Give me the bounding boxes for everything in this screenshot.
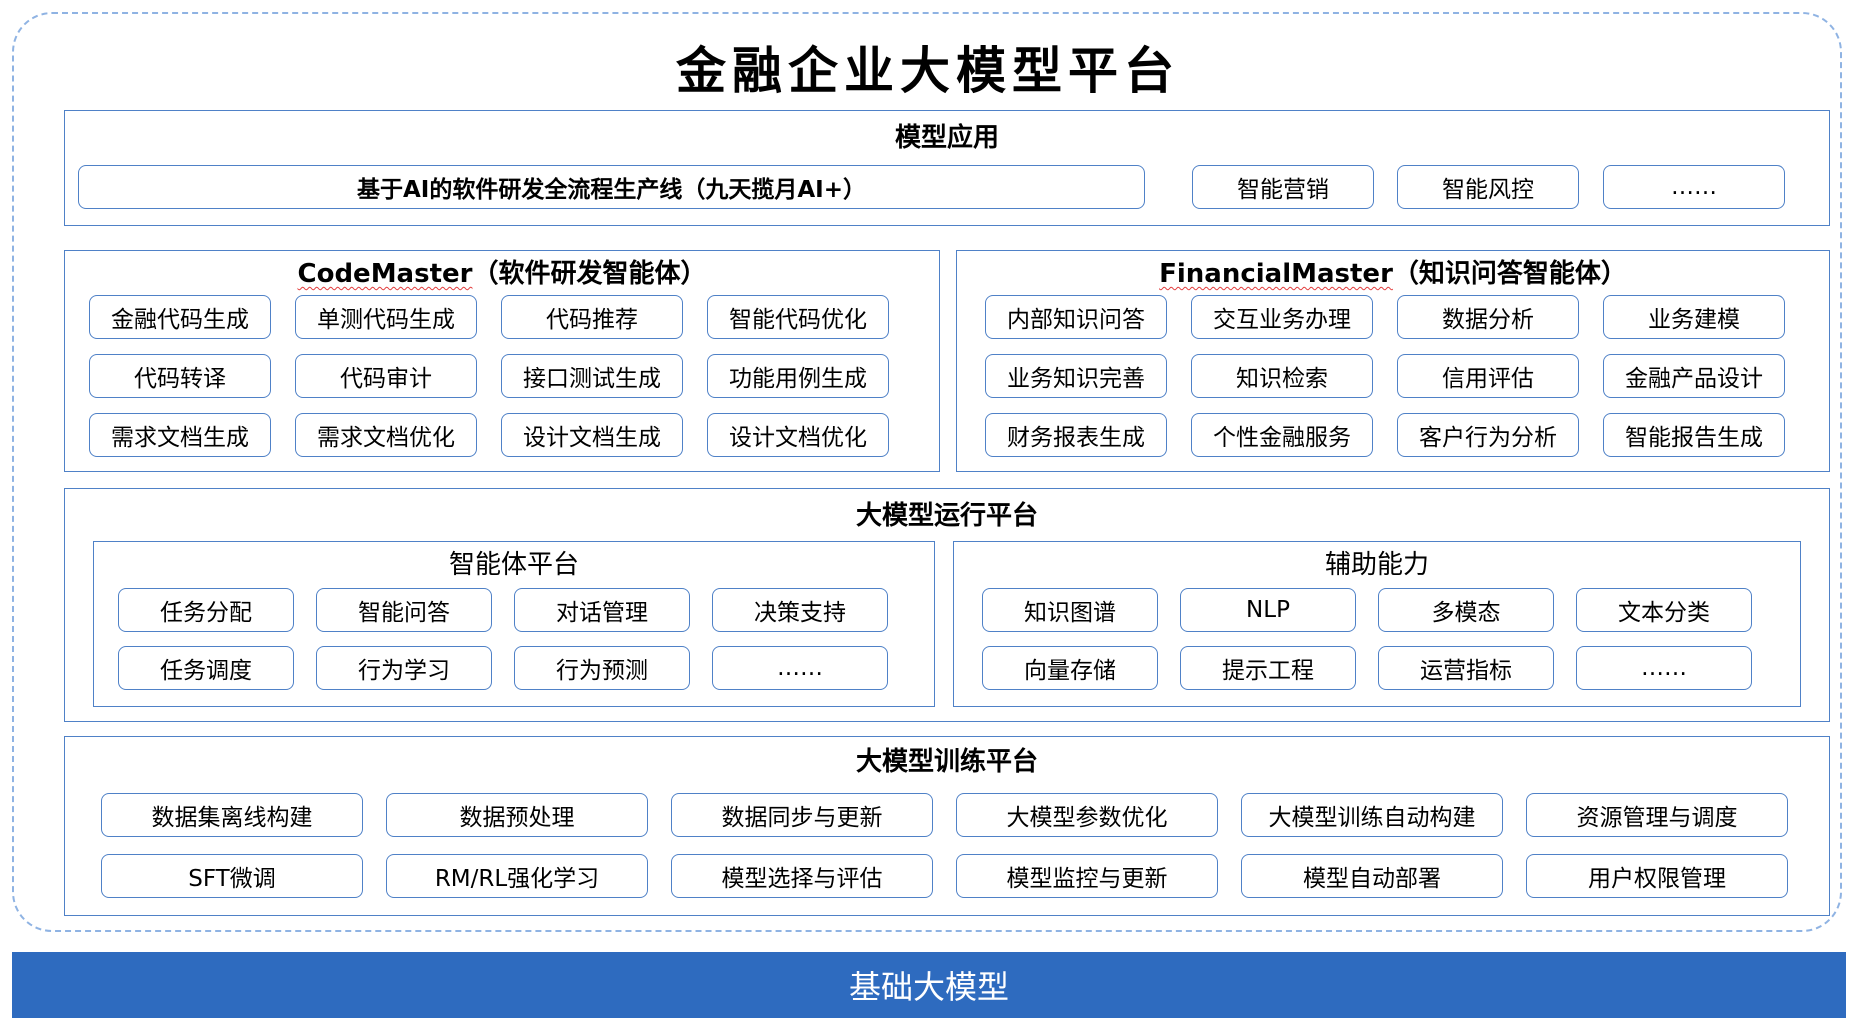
training-item: 用户权限管理 (1526, 854, 1788, 898)
agent-platform-item: 决策支持 (712, 588, 888, 632)
financialmaster-subtitle: （知识问答智能体） (1392, 259, 1627, 289)
assist-item: 多模态 (1378, 588, 1554, 632)
subsection-title-agent-platform: 智能体平台 (448, 550, 579, 580)
training-item: 数据预处理 (386, 793, 648, 837)
agent-platform-item: 任务调度 (118, 646, 294, 690)
training-item: 模型监控与更新 (956, 854, 1218, 898)
base-model-bar: 基础大模型 (12, 952, 1846, 1018)
codemaster-item: 功能用例生成 (707, 354, 889, 398)
base-model-label: 基础大模型 (848, 968, 1009, 1006)
financialmaster-item: 业务知识完善 (985, 354, 1167, 398)
agent-platform-item: 行为学习 (316, 646, 492, 690)
section-title-financialmaster: FinancialMaster（知识问答智能体） (957, 257, 1829, 291)
codemaster-brand: CodeMaster (297, 259, 473, 289)
financialmaster-item: 业务建模 (1603, 295, 1785, 339)
codemaster-item: 代码审计 (295, 354, 477, 398)
assist-item: 向量存储 (982, 646, 1158, 690)
agent-platform-item: 任务分配 (118, 588, 294, 632)
financialmaster-item: 数据分析 (1397, 295, 1579, 339)
app-smart-marketing: 智能营销 (1192, 165, 1374, 209)
codemaster-item: 接口测试生成 (501, 354, 683, 398)
codemaster-item: 设计文档生成 (501, 413, 683, 457)
app-smart-risk: 智能风控 (1397, 165, 1579, 209)
codemaster-item: 金融代码生成 (89, 295, 271, 339)
financialmaster-item: 客户行为分析 (1397, 413, 1579, 457)
training-item: 数据集离线构建 (101, 793, 363, 837)
codemaster-subtitle: （软件研发智能体） (472, 259, 707, 289)
section-title-model-apps: 模型应用 (894, 123, 999, 153)
section-title-runtime: 大模型运行平台 (855, 501, 1038, 531)
subsection-assist: 辅助能力 知识图谱 NLP 多模态文本分类向量存储提示工程运营指标 …… (953, 541, 1801, 707)
codemaster-item: 需求文档生成 (89, 413, 271, 457)
training-item: 大模型训练自动构建 (1241, 793, 1503, 837)
page-title: 金融企业大模型平台 (676, 41, 1180, 100)
assist-item: NLP (1180, 588, 1356, 632)
assist-item: 提示工程 (1180, 646, 1356, 690)
training-item: 模型选择与评估 (671, 854, 933, 898)
financialmaster-item: 个性金融服务 (1191, 413, 1373, 457)
financialmaster-item: 智能报告生成 (1603, 413, 1785, 457)
subsection-agent-platform: 智能体平台 任务分配智能问答对话管理决策支持任务调度行为学习行为预测 …… (93, 541, 935, 707)
financialmaster-item: 财务报表生成 (985, 413, 1167, 457)
section-title-codemaster: CodeMaster（软件研发智能体） (65, 257, 939, 291)
section-title-training: 大模型训练平台 (855, 747, 1038, 777)
section-codemaster: CodeMaster（软件研发智能体） 金融代码生成单测代码生成代码推荐智能代码… (64, 250, 940, 472)
training-item: 大模型参数优化 (956, 793, 1218, 837)
agent-platform-item: …… (712, 646, 888, 690)
agent-platform-item: 智能问答 (316, 588, 492, 632)
codemaster-item: 单测代码生成 (295, 295, 477, 339)
training-item: RM/RL强化学习 (386, 854, 648, 898)
financialmaster-item: 信用评估 (1397, 354, 1579, 398)
codemaster-item: 需求文档优化 (295, 413, 477, 457)
financialmaster-item: 交互业务办理 (1191, 295, 1373, 339)
section-financialmaster: FinancialMaster（知识问答智能体） 内部知识问答交互业务办理数据分… (956, 250, 1830, 472)
financialmaster-item: 金融产品设计 (1603, 354, 1785, 398)
assist-item: 知识图谱 (982, 588, 1158, 632)
app-more: …… (1603, 165, 1785, 209)
codemaster-item: 设计文档优化 (707, 413, 889, 457)
assist-item: 运营指标 (1378, 646, 1554, 690)
agent-platform-item: 行为预测 (514, 646, 690, 690)
assist-item: 文本分类 (1576, 588, 1752, 632)
assist-item: …… (1576, 646, 1752, 690)
codemaster-item: 代码转译 (89, 354, 271, 398)
financialmaster-item: 知识检索 (1191, 354, 1373, 398)
codemaster-item: 智能代码优化 (707, 295, 889, 339)
app-software-pipeline: 基于AI的软件研发全流程生产线（九天揽月AI+） (78, 165, 1145, 209)
platform-outer-frame (12, 12, 1842, 932)
codemaster-item: 代码推荐 (501, 295, 683, 339)
training-item: 模型自动部署 (1241, 854, 1503, 898)
financialmaster-brand: FinancialMaster (1159, 259, 1393, 289)
section-model-apps: 模型应用 基于AI的软件研发全流程生产线（九天揽月AI+） 智能营销 智能风控 … (64, 110, 1830, 226)
financialmaster-item: 内部知识问答 (985, 295, 1167, 339)
section-runtime-platform: 大模型运行平台 智能体平台 任务分配智能问答对话管理决策支持任务调度行为学习行为… (64, 488, 1830, 722)
training-item: SFT微调 (101, 854, 363, 898)
training-item: 资源管理与调度 (1526, 793, 1788, 837)
section-training-platform: 大模型训练平台 数据集离线构建数据预处理数据同步与更新大模型参数优化大模型训练自… (64, 736, 1830, 916)
subsection-title-assist: 辅助能力 (1324, 550, 1429, 580)
agent-platform-item: 对话管理 (514, 588, 690, 632)
training-item: 数据同步与更新 (671, 793, 933, 837)
